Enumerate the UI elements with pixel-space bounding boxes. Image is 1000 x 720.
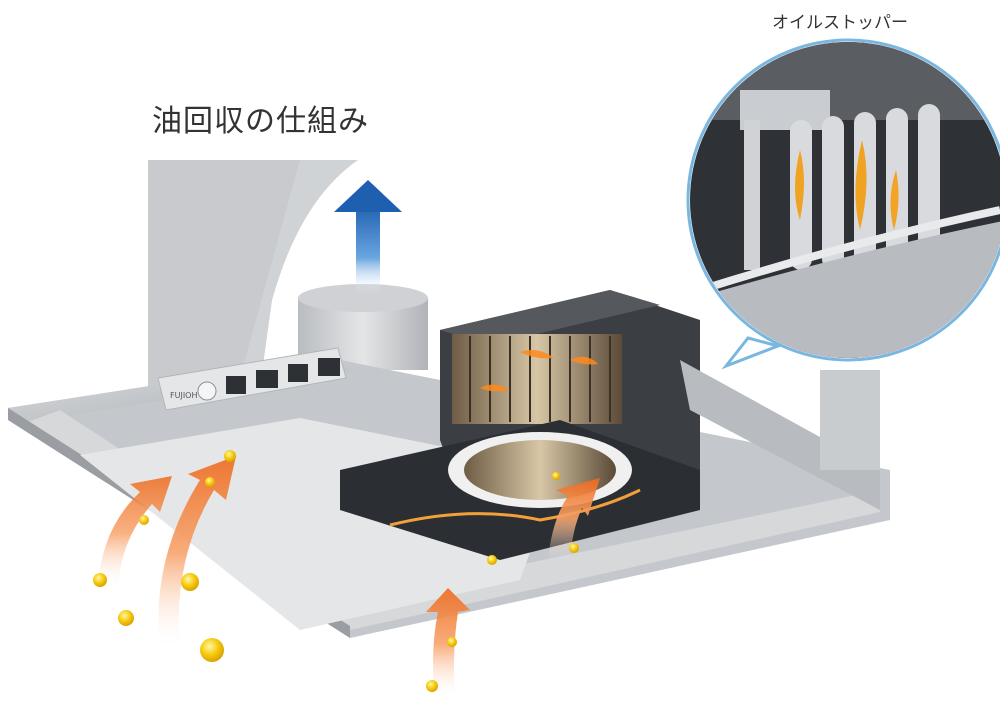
panel-button-light [288, 364, 308, 382]
panel-button-care-sign [318, 358, 340, 376]
oil-stopper-label: オイルストッパー [772, 13, 908, 33]
panel-button-power [256, 370, 278, 388]
diagram-title: 油回収の仕組み [152, 104, 369, 139]
panel-buttons [197, 358, 340, 401]
brand-logo: FUJIOH [170, 391, 198, 400]
oil-stopper-magnified-view [686, 38, 1000, 370]
oil-droplet-icon [93, 450, 579, 692]
panel-button-fan [226, 376, 246, 394]
exhaust-arrow-icon [334, 180, 402, 294]
chimney-cover [148, 160, 358, 400]
fan-blades [452, 334, 622, 424]
panel-button-run [197, 381, 217, 401]
